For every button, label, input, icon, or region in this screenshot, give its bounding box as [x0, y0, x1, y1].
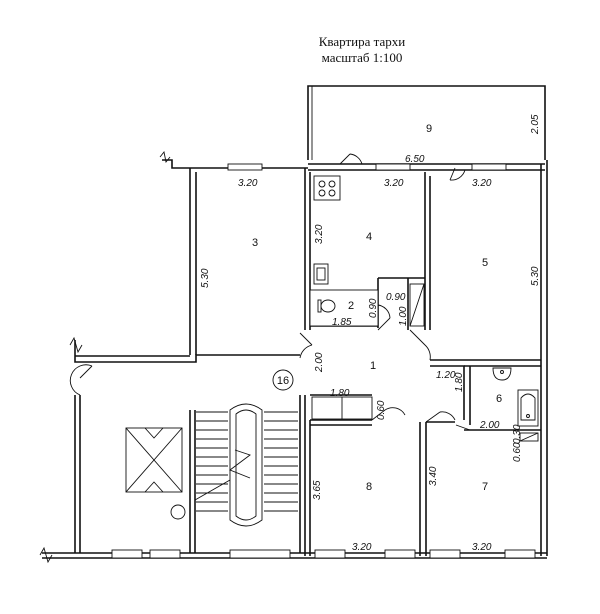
room-2-label: 2: [348, 300, 354, 312]
apartment-walls: [42, 159, 548, 559]
room-3-label: 3: [252, 237, 258, 249]
dim-room8-width: 3.20: [352, 542, 372, 553]
apartment-number-badge: 16: [272, 369, 294, 391]
staircase: [194, 403, 298, 527]
dim-room4-depth: 3.20: [314, 224, 325, 244]
room-8-label: 8: [366, 481, 372, 493]
dim-wc-depth: 0.90: [368, 298, 379, 318]
vent-icon: [519, 432, 539, 442]
dim-balcony-depth: 2.05: [530, 114, 541, 135]
stove-icon: [313, 175, 341, 201]
dimension-labels: 6.50 2.05 3.20 5.30 3.20 3.20 3.20 5.30 …: [200, 114, 541, 553]
closet-icon: [409, 283, 425, 327]
dim-room3-depth: 5.30: [200, 268, 211, 288]
plan-title: Квартира тархи: [318, 34, 406, 49]
dim-bath-width: 2.00: [479, 420, 500, 431]
dim-storage-depth: 0.60: [376, 400, 387, 420]
room-5-label: 5: [482, 257, 488, 269]
dim-balcony-width: 6.50: [405, 154, 425, 165]
room-9-label: 9: [426, 123, 432, 135]
dim-room5-width: 3.20: [472, 178, 492, 189]
dim-closet-width: 0.90: [386, 292, 406, 303]
dim-room4-width: 3.20: [384, 178, 404, 189]
dim-bath-detail-b: 0.60: [512, 442, 523, 462]
windows: [111, 163, 536, 559]
doors: [69, 153, 471, 431]
room-7-label: 7: [482, 481, 488, 493]
room-1-label: 1: [370, 360, 376, 372]
dim-hall-depth: 2.00: [314, 352, 325, 373]
dim-room7-width: 3.20: [472, 542, 492, 553]
bathtub-icon: [517, 389, 539, 427]
plan-scale: масштаб 1:100: [321, 50, 403, 65]
dim-room8-depth: 3.65: [312, 480, 323, 500]
room-6-label: 6: [496, 393, 502, 405]
dim-room3-width: 3.20: [238, 178, 258, 189]
room-labels: 9 3 4 5 2 1 6 8 7: [252, 123, 502, 493]
dim-bath-corner-h: 1.80: [454, 372, 465, 392]
dim-bath-corner-w: 1.20: [436, 370, 456, 381]
washbasin-icon: [492, 367, 512, 381]
dim-room7-depth: 3.40: [428, 466, 439, 486]
dim-room5-depth: 5.30: [530, 266, 541, 286]
storage-cabinet: [311, 396, 373, 420]
dim-storage-width: 1.80: [330, 388, 350, 399]
dim-wc-width: 1.85: [332, 317, 352, 328]
elevator-shaft: [125, 427, 186, 520]
dim-bath-detail-a: 0.30: [512, 424, 523, 444]
toilet-icon: [309, 289, 379, 327]
dim-closet-depth: 1.00: [398, 306, 409, 326]
break-lines: [39, 150, 171, 564]
apartment-number: 16: [277, 375, 289, 387]
balcony-outline: [307, 85, 546, 160]
room-4-label: 4: [366, 231, 372, 243]
sink-icon: [313, 263, 329, 285]
